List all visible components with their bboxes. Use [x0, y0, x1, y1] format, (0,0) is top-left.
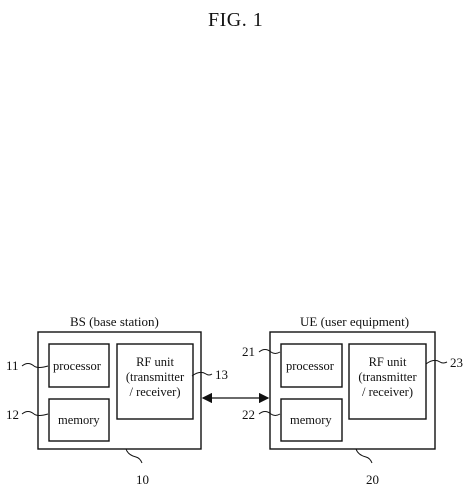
figure-title: FIG. 1: [208, 9, 264, 31]
bs-title: BS (base station): [70, 314, 159, 329]
ue-title: UE (user equipment): [300, 314, 410, 329]
ue-processor-box: [280, 343, 343, 388]
bs-rf-line1: RF unit: [136, 355, 174, 369]
bs-rf-unit-label: RF unit (transmitter / receiver): [117, 355, 193, 400]
ue-memory-box: [280, 398, 343, 442]
leader-20: [355, 448, 373, 464]
bs-memory-label: memory: [58, 413, 100, 427]
ue-ref: 20: [366, 472, 379, 487]
bs-memory-ref: 12: [6, 407, 19, 422]
leader-10: [125, 448, 143, 464]
leader-23: [425, 359, 448, 365]
ue-outer-box: [269, 331, 436, 450]
ue-rf-ref: 23: [450, 355, 463, 370]
ue-rf-unit-box: [348, 343, 427, 420]
bs-ref: 10: [136, 472, 149, 487]
bs-processor-label: processor: [53, 359, 101, 373]
bs-processor-ref: 11: [6, 358, 19, 373]
ue-rf-line3: / receiver): [361, 385, 413, 399]
bs-rf-line3: / receiver): [129, 385, 181, 399]
ue-memory-label: memory: [290, 413, 332, 427]
ue-rf-line2: (transmitter: [358, 370, 417, 384]
ue-rf-unit-label: RF unit (transmitter / receiver): [349, 355, 426, 400]
leader-22: [258, 411, 281, 416]
ue-processor-ref: 21: [242, 344, 255, 359]
leader-21: [258, 349, 281, 354]
bs-processor-box: [48, 343, 110, 388]
bs-rf-unit-box: [116, 343, 194, 420]
bs-memory-box: [48, 398, 110, 442]
ue-processor-label: processor: [286, 359, 334, 373]
leader-13: [191, 371, 213, 377]
bs-rf-line2: (transmitter: [125, 370, 185, 384]
leader-12: [21, 411, 49, 416]
bs-rf-ref: 13: [215, 367, 228, 382]
ue-memory-ref: 22: [242, 407, 255, 422]
bs-outer-box: [37, 331, 202, 450]
ue-rf-line1: RF unit: [368, 355, 407, 369]
leader-11: [21, 363, 49, 368]
